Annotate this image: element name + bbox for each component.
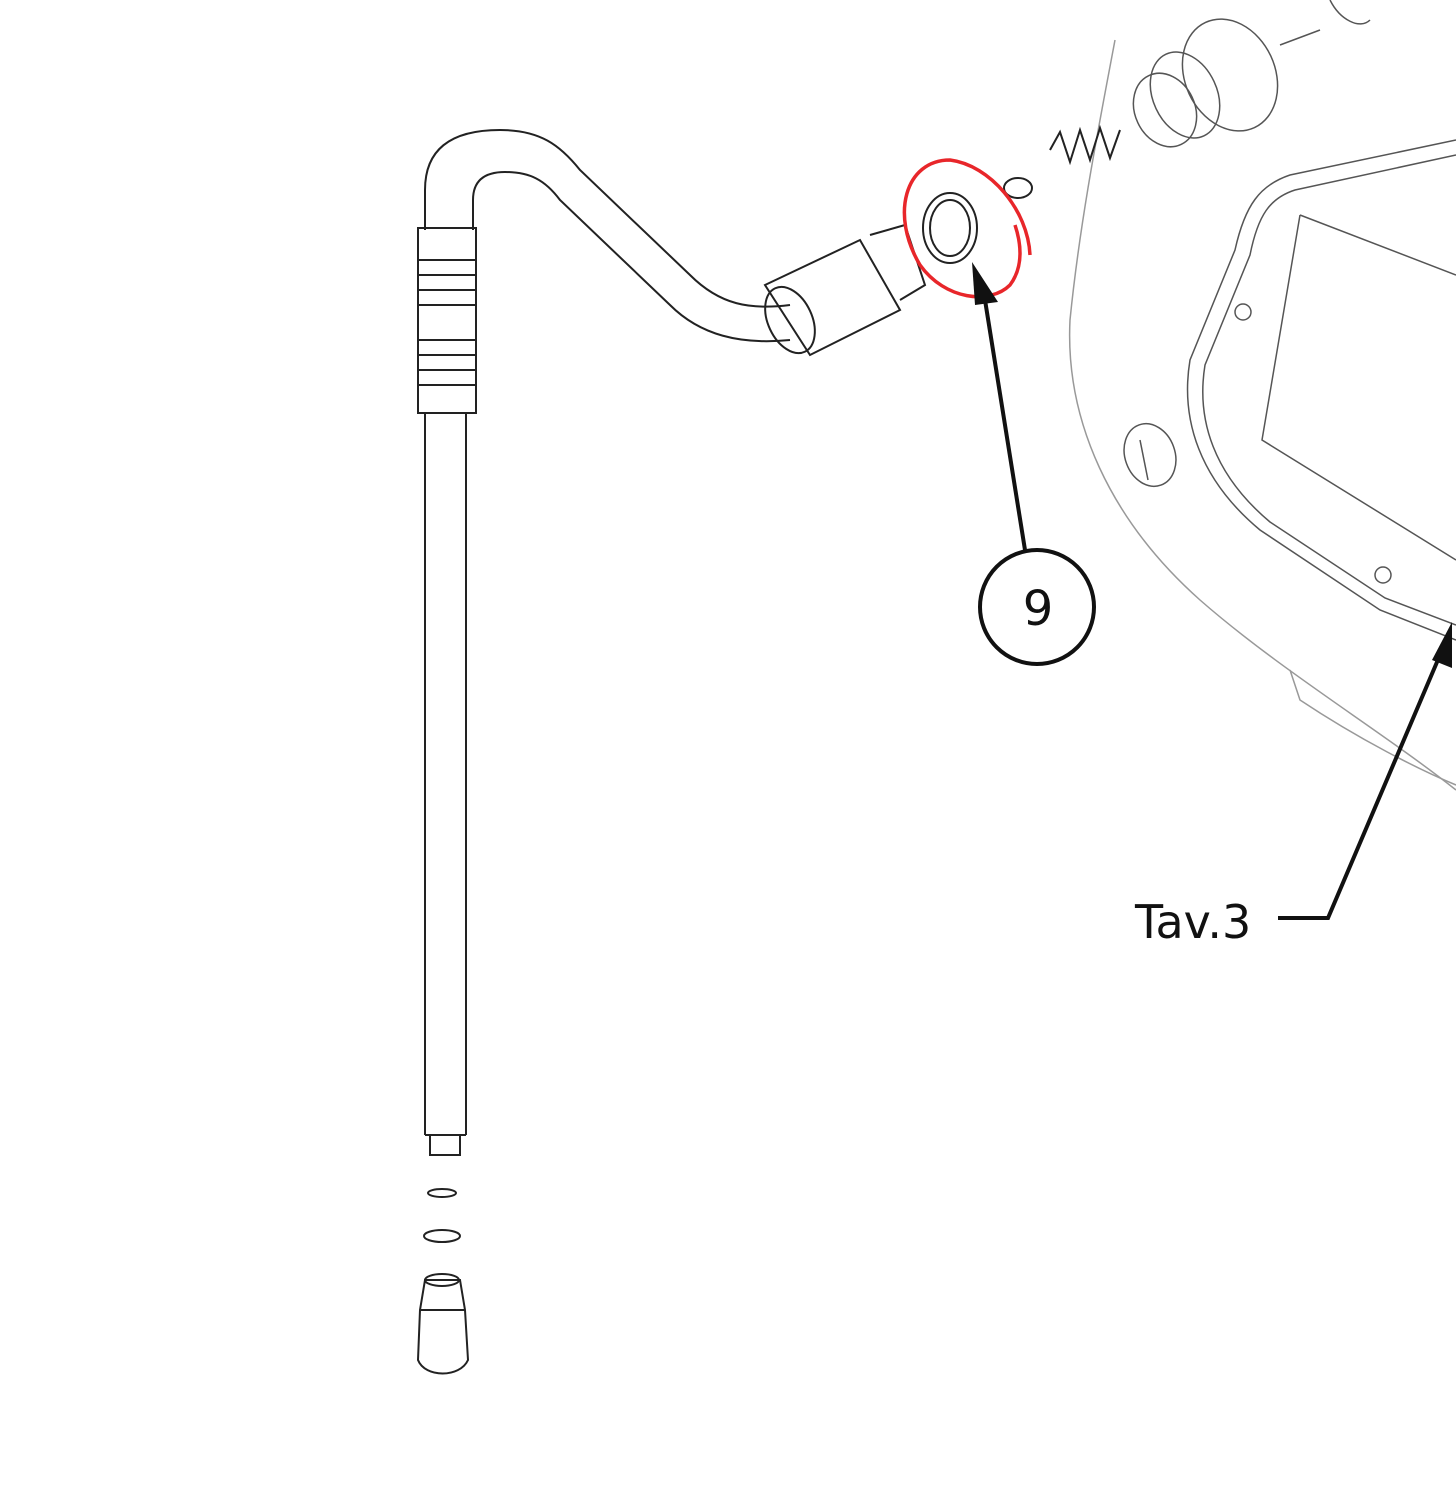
washer-part-9	[922, 192, 978, 264]
callout-9-label: 9	[1023, 581, 1054, 637]
pump-fitting	[1132, 0, 1371, 148]
nozzle-parts	[416, 1188, 470, 1375]
bent-pipe	[424, 128, 791, 343]
machine-housing	[1068, 39, 1456, 791]
callout-tav3-label: Tav.3	[1134, 895, 1251, 949]
vertical-tube	[417, 227, 477, 1156]
highlight-circle	[902, 158, 1032, 299]
spring	[1003, 124, 1121, 199]
callout-9: 9	[972, 262, 1096, 666]
callout-tav3: Tav.3	[1134, 622, 1452, 949]
